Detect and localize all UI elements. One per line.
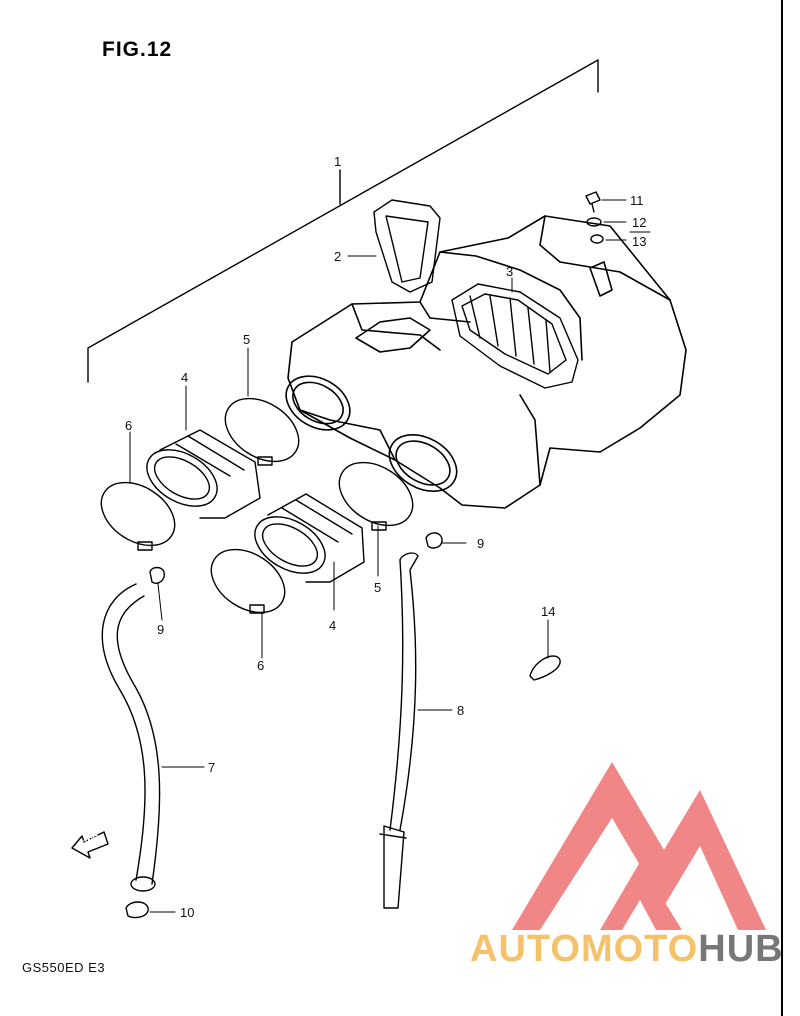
callout-5b: 5	[374, 580, 381, 595]
clip-part-9b	[425, 532, 443, 549]
clip-part-10	[125, 901, 149, 919]
figure-title: FIG.12	[102, 38, 173, 61]
assembly-bracket	[87, 59, 599, 383]
clip-part-9a	[149, 566, 166, 584]
air-cleaner-box	[285, 215, 687, 509]
air-cleaner-cap	[373, 199, 441, 293]
callout-11: 11	[630, 193, 644, 208]
callout-13: 13	[632, 234, 646, 249]
callout-4b: 4	[329, 618, 336, 633]
model-code: GS550ED E3	[22, 960, 106, 975]
intake-pipe-right	[254, 493, 365, 583]
clamp-band-6a	[100, 481, 176, 547]
bolt-part-11	[585, 191, 601, 213]
callout-14: 14	[541, 604, 555, 619]
callout-3: 3	[506, 264, 513, 279]
callout-9b: 9	[477, 536, 484, 551]
callout-9a: 9	[157, 622, 164, 637]
clamp-band-5b	[338, 461, 414, 527]
callout-8: 8	[457, 703, 464, 718]
clip-part-14	[529, 655, 561, 681]
callout-6a: 6	[125, 418, 132, 433]
intake-pipe-left	[146, 429, 261, 519]
leader-lines	[129, 199, 651, 913]
clamp-band-6b	[210, 548, 286, 614]
callout-10: 10	[180, 905, 194, 920]
callout-6b: 6	[257, 658, 264, 673]
page-edge-rule	[781, 0, 783, 1016]
callout-5a: 5	[243, 332, 250, 347]
breather-tube-part-8	[379, 552, 419, 909]
clamp-screws	[137, 456, 387, 614]
washer-part-12	[586, 217, 602, 227]
callout-12: 12	[632, 215, 646, 230]
clamp-band-5a	[224, 397, 300, 463]
watermark-logo-icon	[512, 762, 766, 930]
filter-element	[451, 283, 579, 389]
fwd-arrow-icon	[71, 831, 109, 859]
washer-part-13	[590, 234, 604, 244]
watermark-text-part2: HUB	[698, 928, 784, 970]
callout-1: 1	[334, 154, 341, 169]
callout-2: 2	[334, 249, 341, 264]
watermark-text-part1: AUTOMOTO	[470, 928, 699, 970]
callout-7: 7	[208, 760, 215, 775]
callout-4a: 4	[181, 370, 188, 385]
drain-hose-part-7	[101, 583, 161, 892]
watermark-brand-text: AUTOMOTOHUB	[470, 928, 784, 971]
